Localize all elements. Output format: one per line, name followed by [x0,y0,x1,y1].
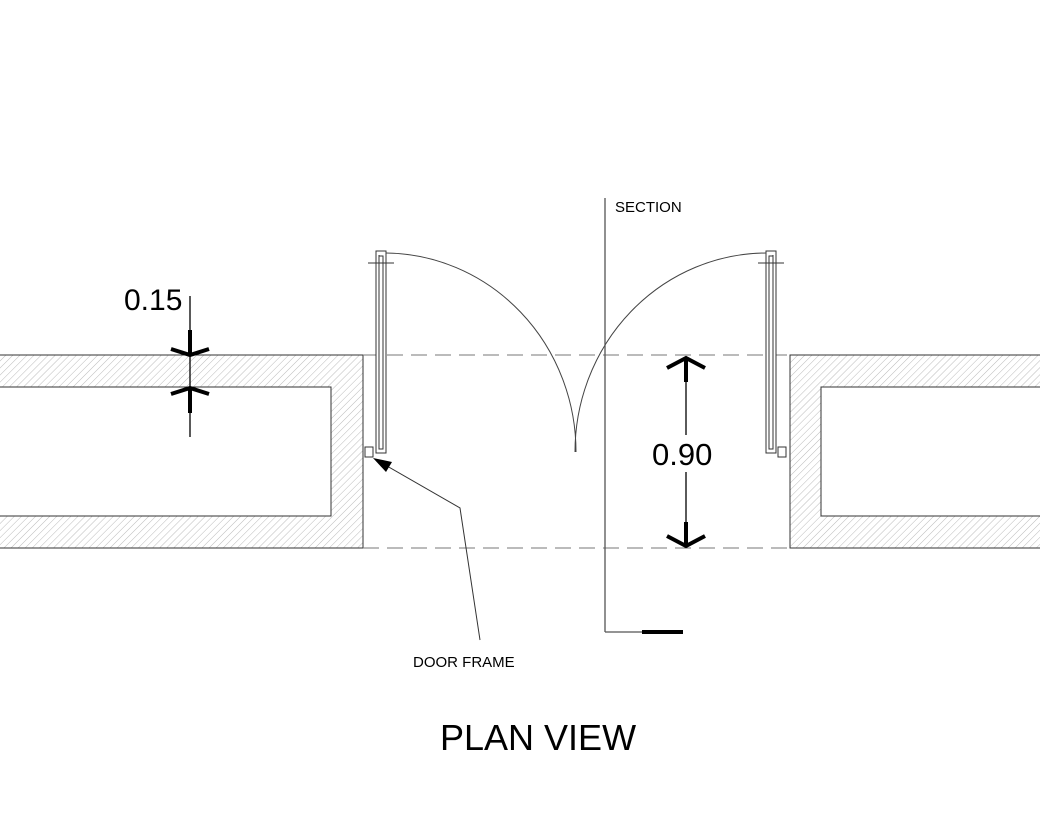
right-wall [789,354,1040,549]
drawing-title: PLAN VIEW [440,717,636,758]
door-frame-leader [373,458,481,641]
left-wall [0,354,364,549]
wall-thickness-dimension [170,296,210,437]
opening-dashed-lines [363,354,790,549]
right-door-leaf [574,250,787,458]
opening-dimension [666,355,706,549]
left-door-leaf [364,250,577,458]
wall-thickness-label: 0.15 [124,284,182,317]
door-frame-label: DOOR FRAME [413,654,515,671]
section-line [604,198,683,634]
opening-dimension-label: 0.90 [652,437,712,472]
section-label: SECTION [615,199,682,216]
